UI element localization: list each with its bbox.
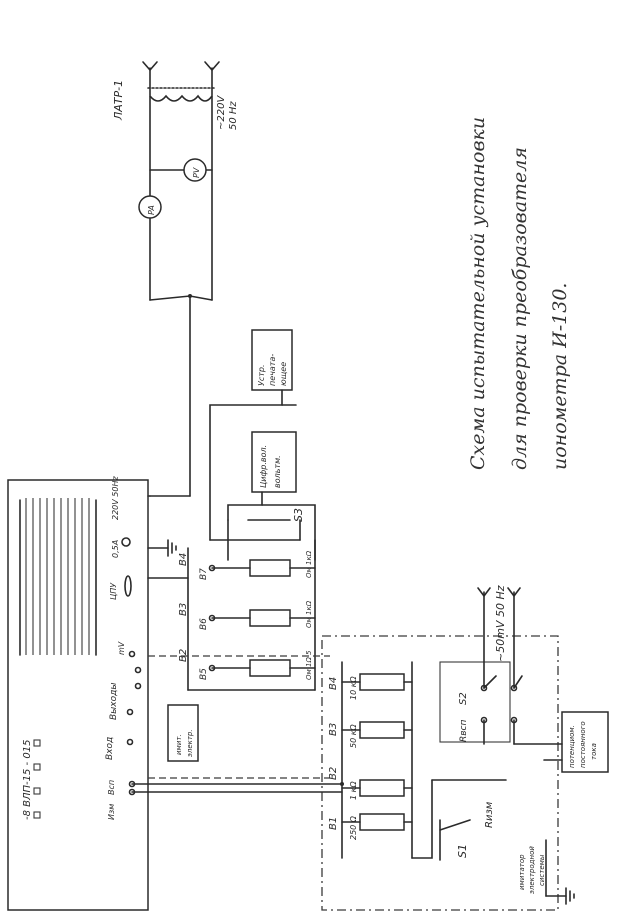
indicator-lamp-2 [33, 763, 41, 771]
svg-text:вольтм.: вольтм. [273, 455, 282, 488]
generator-label: ~50mV 50 Hz [494, 585, 507, 662]
caption-line-3: ионометра И-130. [549, 283, 571, 470]
mains-frequency: 50 Hz [228, 101, 239, 130]
value-b5: Ом 1Ω 5 [305, 650, 313, 680]
caption-line-1: Схема испытательной установки [467, 117, 489, 470]
instrument-fuse: 0,5А [111, 540, 120, 558]
tsnu-connector [124, 575, 132, 597]
term-b1: B1 [328, 817, 339, 830]
mains-source: ЛАТР-1 ~220V 50 Hz PV PA [112, 61, 239, 497]
value-10k: 10 кΩ [349, 675, 358, 700]
switch-s2: S2 Rвсп [439, 661, 523, 745]
svg-text:ющее: ющее [279, 362, 288, 386]
electrode-simulator: имитатор электродной системы [518, 839, 575, 905]
instrument-panel: -8 ВЛП-15 - 015 220V 50Hz 0,5А ЦПУ Выход… [7, 476, 199, 911]
value-b6: Ом 1кΩ [305, 600, 313, 628]
svg-text:Устр.: Устр. [257, 364, 266, 386]
rvsp-label: Rвсп [459, 719, 469, 742]
term-b4: B4 [328, 677, 339, 690]
term-b2: B2 [328, 767, 339, 780]
switch-s2-label: S2 [458, 692, 469, 705]
indicator-lamp-4 [33, 811, 41, 819]
voltmeter-pv [183, 158, 207, 182]
resistor-50k [359, 721, 405, 739]
instrument-power: 220V 50Hz [111, 476, 120, 520]
output-mv-label: mV [117, 641, 126, 655]
resistor-250 [359, 813, 405, 831]
diagram-caption: Схема испытательной установки для провер… [467, 117, 571, 470]
ground-symbol [147, 539, 177, 557]
output-resistor-network: B4 B3 B2 B7 B6 B5 Ом 1кΩ Ом 1кΩ Ом 1Ω 5 [147, 519, 316, 691]
indicator-lamp-3 [33, 787, 41, 795]
switch-s1-label: S1 [456, 844, 469, 858]
printer: Устр. печата- ющее [209, 329, 297, 541]
dc-potentiometer: потенциом. постоянного тока [513, 711, 609, 773]
caption-line-2: для проверки преобразователя [509, 147, 531, 470]
svg-text:потенциом.: потенциом. [568, 725, 576, 768]
electrode-imitator-box [167, 704, 199, 762]
ac-generator: ~50mV 50 Hz [477, 585, 521, 689]
indicator-lamp-1 [33, 739, 41, 747]
resistor-10k [359, 673, 405, 691]
input-resistor-network: B4 B3 B2 B1 10 кΩ 50 кΩ 1 кΩ 250 Ω [131, 661, 413, 859]
switch-s1: S1 Rизм [411, 779, 507, 861]
resistor-b6 [249, 609, 291, 627]
svg-text:системы: системы [538, 854, 546, 886]
value-b7: Ом 1кΩ [305, 550, 313, 578]
rizm-label: Rизм [484, 801, 495, 828]
pin-b6: B6 [199, 618, 209, 630]
pin-b7: B7 [199, 568, 209, 580]
instrument-body [7, 479, 149, 911]
input-vsp-label: Всп [107, 780, 116, 795]
value-1k: 1 кΩ [349, 781, 358, 800]
value-50k: 50 кΩ [349, 723, 358, 748]
term-b4-right: B4 [178, 553, 189, 566]
svg-text:электродной: электродной [528, 846, 536, 894]
value-250: 250 Ω [349, 815, 358, 840]
svg-text:постоянного: постоянного [579, 721, 587, 768]
svg-text:печата-: печата- [268, 354, 277, 386]
instrument-model: -8 ВЛП-15 - 015 [22, 740, 33, 820]
instrument-tsnu: ЦПУ [109, 582, 118, 600]
resistor-1k [359, 779, 405, 797]
input-label: Вход [105, 737, 115, 760]
mains-voltage: ~220V [216, 95, 227, 130]
svg-text:тока: тока [590, 743, 598, 760]
svg-text:имитатор: имитатор [518, 854, 526, 890]
term-b3: B3 [328, 723, 339, 736]
resistor-b5 [249, 659, 291, 677]
voltmeter-label: PV [192, 167, 201, 178]
svg-text:имит.: имит. [175, 734, 183, 755]
instrument-display [19, 498, 97, 656]
output-label: Выходы [109, 683, 119, 720]
svg-text:Цифр.вол.: Цифр.вол. [259, 445, 268, 488]
input-izm-label: Изм [107, 804, 116, 820]
fuse-holder [121, 537, 131, 547]
test-fixture-enclosure [148, 635, 559, 911]
term-b3-right: B3 [178, 603, 189, 616]
ammeter-pa [138, 195, 162, 219]
digital-voltmeter: Цифр.вол. вольтм. S3 [227, 431, 316, 561]
switch-s3-label: S3 [292, 508, 305, 522]
pin-b5: B5 [199, 668, 209, 680]
ammeter-label: PA [147, 205, 156, 215]
svg-text:электр.: электр. [186, 729, 194, 757]
latr-label: ЛАТР-1 [112, 80, 125, 121]
resistor-b7 [249, 559, 291, 577]
